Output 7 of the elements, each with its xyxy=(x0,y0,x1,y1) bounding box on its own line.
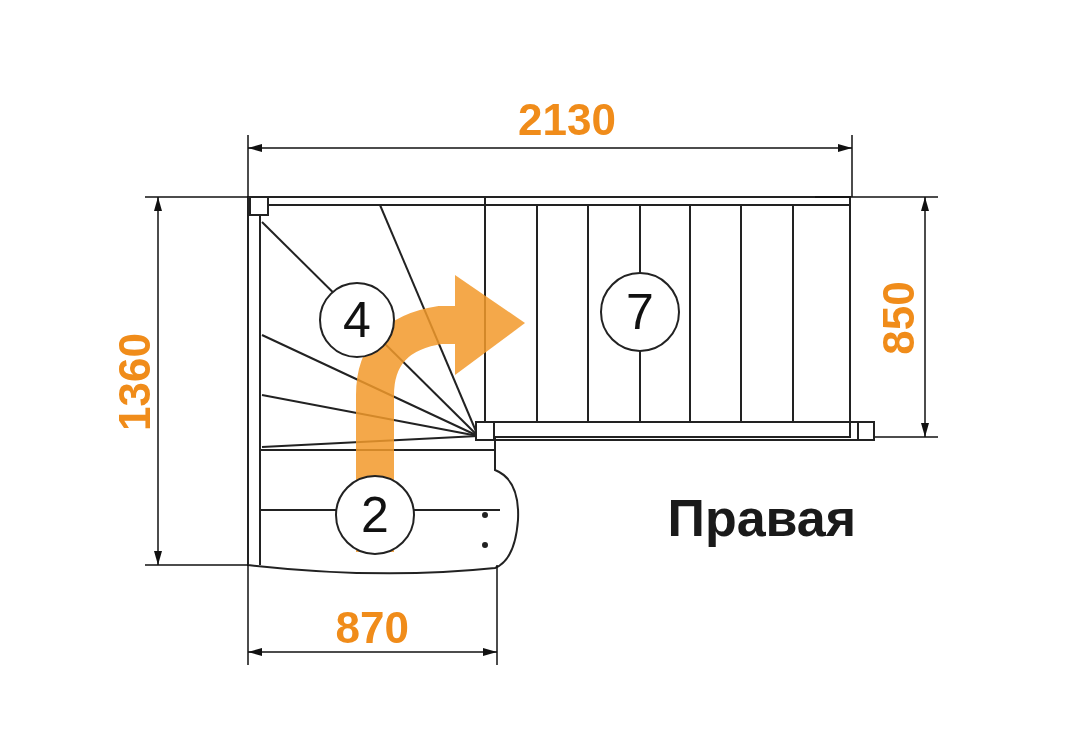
step-count-circle: 2 xyxy=(335,475,415,555)
step-count-circle: 4 xyxy=(319,282,395,358)
dimension-value: 1360 xyxy=(112,333,157,431)
step-count-circle: 7 xyxy=(600,272,680,352)
dimension-value: 850 xyxy=(876,281,921,355)
dimension-value: 2130 xyxy=(518,98,616,142)
dimension-value: 870 xyxy=(335,606,409,650)
